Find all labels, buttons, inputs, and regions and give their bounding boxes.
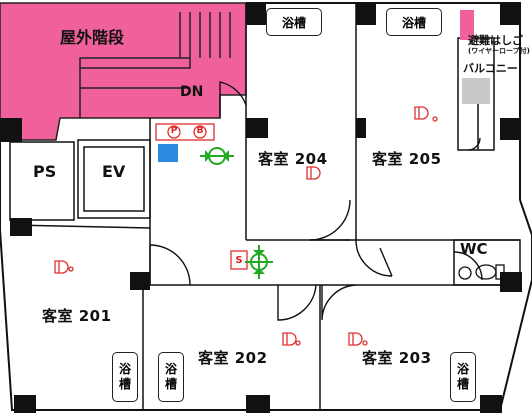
structural-columns [0,3,522,413]
bathtub-203: 浴 槽 [450,352,476,402]
balcony-label: バルコニー [463,62,518,75]
room-205-label: 客室 205 [372,150,442,168]
balcony-gray-block [462,78,490,104]
bathtub-201-char1: 浴 [118,362,131,376]
doors [149,81,483,321]
p-device-letter: P [170,126,178,136]
bathtub-205: 浴槽 [386,8,442,36]
wc-label: WC [460,240,488,258]
room-203-label: 客室 203 [362,349,432,367]
bathtub-202-char2: 槽 [164,377,177,391]
bathtub-204: 浴槽 [266,8,322,36]
bathtub-203-char2: 槽 [456,377,469,391]
bathtub-203-char1: 浴 [456,362,469,376]
green-valve-1 [200,147,234,165]
green-valve-2 [245,245,273,279]
stairs-down-label: DN [180,84,204,100]
b-device-letter: B [196,126,204,136]
outdoor-stairs-label: 屋外階段 [60,28,125,47]
electrical-panel [158,144,178,162]
bathtub-201-char2: 槽 [118,377,131,391]
s-device-box [230,250,248,270]
wc-fixtures [458,264,505,280]
s-device-letter: S [235,255,243,266]
room-201-label: 客室 201 [42,307,112,325]
bathtub-201: 浴 槽 [112,352,138,402]
smoke-detectors [54,106,438,346]
escape-ladder-note: (ワイヤーロープ付) [468,47,530,55]
bathtub-202-char1: 浴 [164,362,177,376]
escape-ladder-marker [460,10,474,40]
room-202-label: 客室 202 [198,349,268,367]
ps-label: PS [33,162,57,181]
room-204-label: 客室 204 [258,150,328,168]
escape-ladder-label: 避難はしご [468,34,523,47]
ev-label: EV [102,162,126,181]
bathtub-202: 浴 槽 [158,352,184,402]
pb-device-box [155,123,215,141]
